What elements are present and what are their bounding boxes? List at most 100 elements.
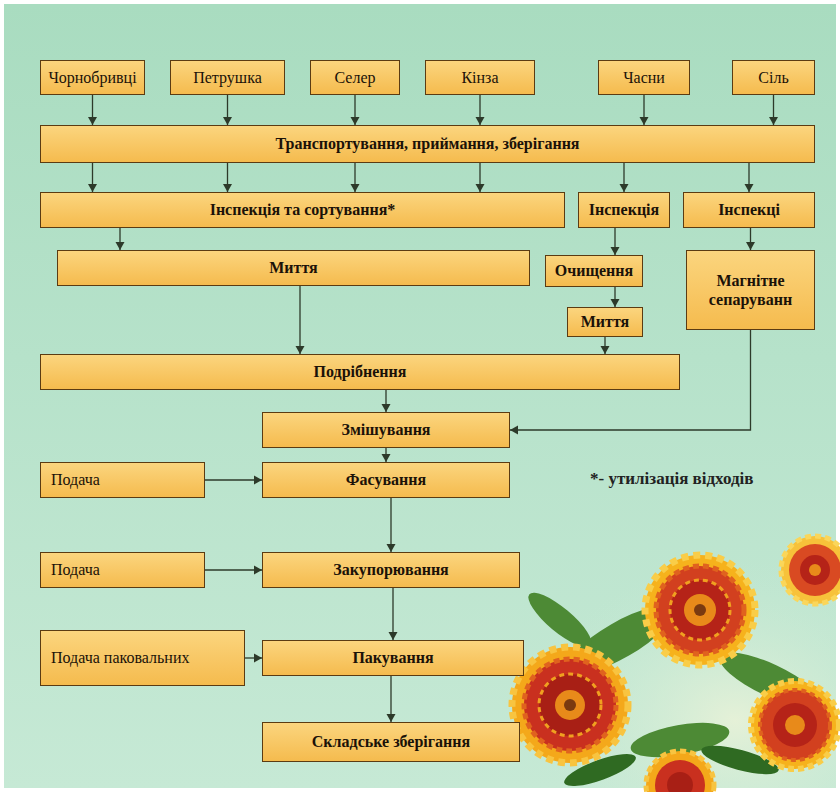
box-text: Кінза [461,68,498,87]
box-text: Подрібнення [314,362,407,381]
arrow-head [476,117,485,125]
box-text: Подача паковальних [51,648,189,667]
process-box: Інспекція та сортування* [40,192,565,228]
flow-arrow [88,95,97,125]
arrow-line [299,286,300,354]
flow-arrow [620,163,629,192]
box-text: Селер [334,68,375,87]
flow-arrow [387,498,396,552]
flow-arrow [746,228,755,250]
arrow-head [640,117,649,125]
flow-arrow [476,95,485,125]
flow-arrow [205,476,262,485]
box-text: Миття [269,258,317,277]
box-text: Магнітне сепаруванн [693,271,808,309]
arrow-head [387,544,396,552]
arrow-head [351,184,360,192]
flow-arrow [351,163,360,192]
ingredient-box: Петрушка [170,60,285,95]
flow-arrow [205,566,262,575]
box-text: Транспортування, приймання, зберігання [275,134,579,153]
flow-arrow [389,588,398,640]
flow-arrow [476,163,485,192]
flow-arrow [223,163,232,192]
flow-arrow [387,676,396,722]
flow-arrow [611,228,620,255]
arrow-head [223,184,232,192]
process-box: Очищення [545,255,643,287]
flow-arrow [296,286,305,354]
arrow-line [390,498,391,552]
arrow-head [620,184,629,192]
ingredient-box: Сіль [732,60,815,95]
arrow-head [382,454,391,462]
arrow-head [389,632,398,640]
box-text: Часни [623,68,665,87]
box-text: Подача [51,560,100,579]
flow-arrow [611,287,620,307]
arrow-head [88,117,97,125]
box-text: Чорнобривці [48,68,136,87]
process-box: Миття [567,307,643,337]
arrow-line [205,479,262,480]
process-box: Магнітне сепаруванн [686,250,815,330]
process-box: Миття [57,250,530,286]
box-text: Сіль [758,68,788,87]
process-box: Закупорювання [262,552,520,588]
box-text: Інспекція та сортування* [210,200,396,219]
arrow-head [611,299,620,307]
process-box: Інспекція [578,192,670,228]
box-text: Інспекці [718,200,780,219]
arrow-head [601,346,610,354]
ingredient-box: Чорнобривці [40,60,145,95]
process-box: Складське зберігання [262,722,520,762]
flow-arrow [382,390,391,412]
ingredient-box: Селер [310,60,400,95]
arrow-head [116,242,125,250]
input-box: Подача [40,552,205,588]
arrow-head [510,426,518,435]
process-box: Подрібнення [40,354,680,390]
arrow-head [223,117,232,125]
flow-arrow [245,654,262,663]
input-box: Подача паковальних [40,630,245,686]
box-text: Миття [581,312,629,331]
arrow-head [746,242,755,250]
box-text: Подача [51,470,100,489]
box-text: Інспекція [589,200,659,219]
arrow-head [88,184,97,192]
flow-arrow [116,228,125,250]
process-box: Транспортування, приймання, зберігання [40,125,815,163]
ingredient-box: Часни [598,60,690,95]
box-text: Очищення [555,261,633,280]
arrow-head [382,404,391,412]
flow-arrow [745,163,754,192]
flow-arrow [769,95,778,125]
footnote-label: *- утилізація відходів [590,468,765,489]
input-box: Подача [40,462,205,498]
arrow-head [387,714,396,722]
arrow-head [254,566,262,575]
arrow-head [476,184,485,192]
flow-arrow [223,95,232,125]
ingredient-box: Кінза [425,60,535,95]
arrow-head [745,184,754,192]
arrow-head [611,247,620,255]
process-box: Змішування [262,412,510,448]
box-text: Закупорювання [333,560,449,579]
process-box: Фасування [262,462,510,498]
flow-arrow [601,337,610,354]
box-text: Змішування [341,420,430,439]
arrow-head [769,117,778,125]
arrow-head [254,476,262,485]
flow-arrow [351,95,360,125]
flow-arrow [382,448,391,462]
box-text: Фасування [346,470,426,489]
arrow-line [205,569,262,570]
box-text: Пакування [352,648,433,667]
flow-arrow [88,163,97,192]
process-box: Інспекці [683,192,815,228]
arrow-head [351,117,360,125]
box-text: Складське зберігання [312,732,470,751]
